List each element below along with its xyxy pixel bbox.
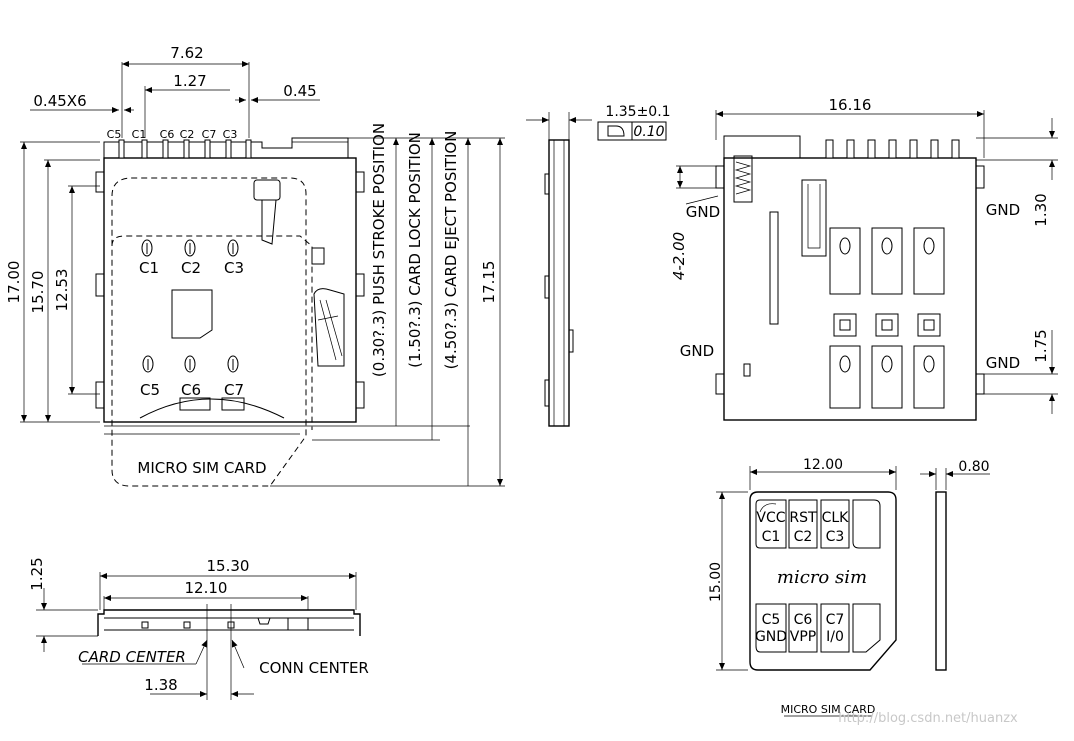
pin-vcc-num: C1 — [762, 529, 781, 545]
sim-pads-bottom — [755, 603, 881, 653]
dim-17-00: 17.00 — [5, 261, 23, 304]
flatness-symbol-icon — [607, 125, 625, 137]
bottom-view: 16.16 1.30 1.75 4-2.00 GND GND GND GND — [670, 96, 1058, 421]
pin-label-c5: C5 — [107, 128, 122, 141]
pin-c5: C5 — [762, 612, 781, 628]
micro-sim-text: micro sim — [777, 567, 867, 588]
dim-045: 0.45 — [283, 82, 316, 100]
pin-vpp: VPP — [790, 629, 816, 645]
dim-1-30: 1.30 — [1032, 193, 1050, 226]
dim-15-70: 15.70 — [29, 271, 47, 314]
dim-12-53: 12.53 — [53, 269, 71, 312]
dim-1-25: 1.25 — [28, 557, 46, 590]
position-dimensions: (0.30?.3) PUSH STROKE POSITION (1.50?.3)… — [270, 123, 505, 487]
dim-1-38: 1.38 — [144, 676, 177, 694]
gnd-label-bottom-left: GND — [680, 342, 714, 360]
upper-contact-springs — [141, 239, 239, 257]
card-lock-position: (1.50?.3) CARD LOCK POSITION — [406, 132, 424, 368]
pin-clk: CLK — [822, 510, 850, 526]
gnd-label-top-left: GND — [686, 203, 720, 221]
dim-16-16: 16.16 — [829, 96, 872, 114]
pin-label-c1: C1 — [132, 128, 147, 141]
contact-labels: C1 C2 C3 C5 C6 C7 MICRO SIM CARD — [137, 259, 266, 477]
chip-pad — [171, 289, 213, 339]
dim-12-10: 12.10 — [185, 579, 228, 597]
gnd-label-top-right: GND — [986, 201, 1020, 219]
gnd-label-bottom-right: GND — [986, 354, 1020, 372]
connector-top-edge — [103, 137, 349, 158]
latch — [253, 179, 281, 201]
dim-12-00: 12.00 — [803, 457, 843, 473]
watermark: http://blog.csdn.net/huanzx — [838, 711, 1018, 726]
pin-gnd: GND — [755, 629, 787, 645]
dim-1-35: 1.35±0.1 — [605, 104, 670, 120]
pin-rst: RST — [789, 510, 817, 526]
pin-clk-num: C3 — [826, 529, 845, 545]
contact-c3: C3 — [224, 259, 244, 277]
front-view: 15.30 12.10 1.25 1.38 CARD CENTER CONN C… — [28, 557, 369, 700]
top-view — [95, 137, 365, 487]
dim-4-2-00: 4-2.00 — [670, 232, 688, 280]
push-stroke-position: (0.30?.3) PUSH STROKE POSITION — [370, 123, 388, 377]
card-center-label: CARD CENTER — [78, 648, 186, 666]
top-dimensions: 7.62 1.27 0.45X6 0.45 C5 C1 C6 C2 C7 C3 — [30, 44, 320, 141]
pin-io: I/0 — [826, 629, 844, 645]
contact-c7: C7 — [224, 381, 244, 399]
left-dimensions: 17.00 15.70 12.53 — [5, 141, 100, 423]
conn-center-label: CONN CENTER — [259, 659, 369, 677]
pin-c7: C7 — [826, 612, 845, 628]
pin-label-c3: C3 — [223, 128, 238, 141]
dim-17-15: 17.15 — [480, 261, 498, 304]
dim-7-62: 7.62 — [170, 44, 203, 62]
micro-sim-card-label: MICRO SIM CARD — [137, 459, 266, 477]
contact-c1: C1 — [139, 259, 159, 277]
pin-label-c2: C2 — [180, 128, 195, 141]
side-view: 1.35±0.1 0.10 — [526, 104, 671, 427]
pin-rst-num: C2 — [794, 529, 813, 545]
card-outline-dashed — [111, 177, 307, 487]
dim-15-00: 15.00 — [708, 562, 724, 602]
pin-c6: C6 — [794, 612, 813, 628]
sim-thickness-view — [935, 491, 947, 671]
dim-045x6: 0.45X6 — [33, 92, 86, 110]
pin-label-c6: C6 — [160, 128, 175, 141]
micro-sim-card-caption: MICRO SIM CARD — [781, 703, 876, 716]
contact-c5: C5 — [140, 381, 160, 399]
sim-pads-top — [755, 499, 881, 549]
eject-mechanism — [313, 288, 345, 367]
dim-1-75: 1.75 — [1032, 329, 1050, 362]
dim-15-30: 15.30 — [207, 557, 250, 575]
pin-vcc: VCC — [756, 510, 785, 526]
tolerance-0-10: 0.10 — [633, 124, 664, 140]
dim-1-27: 1.27 — [173, 72, 206, 90]
contact-c6: C6 — [181, 381, 201, 399]
lower-contact-springs — [142, 355, 239, 373]
micro-sim-card: 12.00 15.00 VCC C1 RST C2 CLK C3 C5 GND … — [708, 457, 990, 671]
bottom-view-pins — [825, 139, 960, 159]
top-pins — [118, 139, 252, 159]
dim-0-80: 0.80 — [958, 459, 989, 475]
pin-label-c7: C7 — [202, 128, 217, 141]
card-eject-position: (4.50?.3) CARD EJECT POSITION — [442, 131, 460, 370]
bottom-contact-windows — [829, 227, 945, 409]
spring — [733, 155, 753, 203]
sim-card-outline — [749, 491, 897, 671]
contact-c2: C2 — [181, 259, 201, 277]
